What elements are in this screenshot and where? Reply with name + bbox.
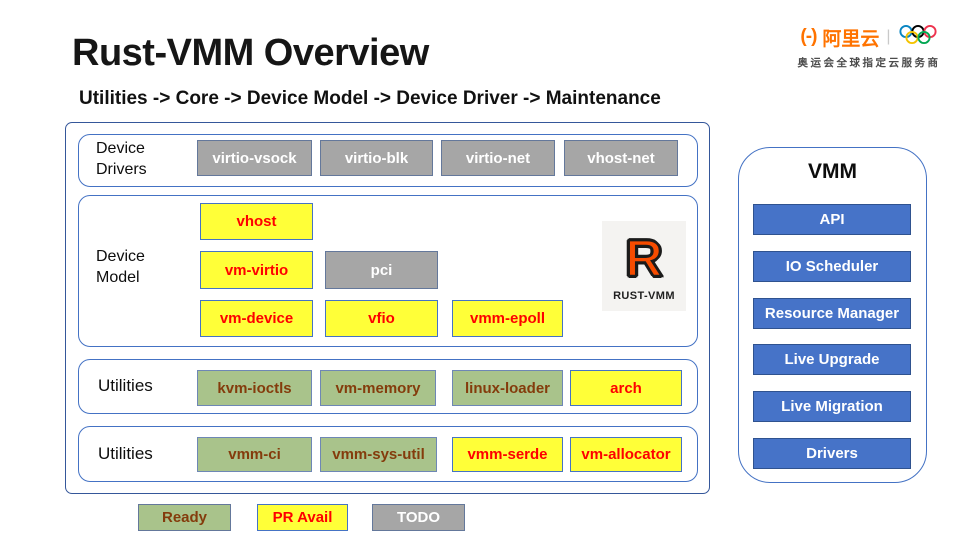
box-vm-memory: vm-memory (320, 370, 436, 406)
vmm-item-api: API (753, 204, 911, 235)
vmm-item-live-migration: Live Migration (753, 391, 911, 422)
pipeline-subtitle: Utilities -> Core -> Device Model -> Dev… (79, 88, 661, 109)
logo-divider: | (886, 28, 891, 45)
device-model-label: Device Model (96, 248, 145, 286)
box-vm-virtio: vm-virtio (200, 251, 313, 289)
vmm-item-drivers: Drivers (753, 438, 911, 469)
box-vhost-net: vhost-net (564, 140, 678, 176)
vmm-item-live-upgrade: Live Upgrade (753, 344, 911, 375)
page-title: Rust-VMM Overview (72, 32, 429, 74)
box-vmm-sys-util: vmm-sys-util (320, 437, 437, 472)
rust-vmm-logo: R RUST-VMM (602, 221, 686, 311)
olympic-rings-icon (898, 23, 938, 52)
box-virtio-blk: virtio-blk (320, 140, 433, 176)
box-virtio-vsock: virtio-vsock (197, 140, 312, 176)
vmm-item-io-scheduler: IO Scheduler (753, 251, 911, 282)
box-vmm-epoll: vmm-epoll (452, 300, 563, 337)
device-drivers-label: Device Drivers (96, 140, 147, 178)
vmm-panel-title: VMM (808, 160, 857, 183)
box-vhost: vhost (200, 203, 313, 240)
legend-todo: TODO (372, 504, 465, 531)
box-vm-allocator: vm-allocator (570, 437, 682, 472)
alibaba-cloud-wordmark: 阿里云 (822, 28, 880, 50)
box-vm-device: vm-device (200, 300, 313, 337)
box-vmm-ci: vmm-ci (197, 437, 312, 472)
legend-ready: Ready (138, 504, 231, 531)
alibaba-bracket-icon: (-) (800, 26, 817, 47)
legend-pr-avail: PR Avail (257, 504, 348, 531)
brand-tagline: 奥运会全球指定云服务商 (797, 57, 941, 69)
box-vfio: vfio (325, 300, 438, 337)
box-virtio-net: virtio-net (441, 140, 555, 176)
vmm-item-resource-manager: Resource Manager (753, 298, 911, 329)
rust-vmm-caption: RUST-VMM (613, 289, 675, 302)
alibaba-cloud-logo-row: (-) 阿里云 | (794, 24, 944, 50)
utilities-bottom-label: Utilities (98, 444, 153, 463)
alibaba-cloud-brand: (-) 阿里云 | 奥运会全球指定云服务商 (794, 24, 944, 70)
vmm-panel: VMM API IO Scheduler Resource Manager Li… (738, 147, 927, 483)
box-arch: arch (570, 370, 682, 406)
box-pci: pci (325, 251, 438, 289)
rust-vmm-r-icon: R (624, 229, 664, 288)
utilities-top-label: Utilities (98, 376, 153, 395)
box-linux-loader: linux-loader (452, 370, 563, 406)
box-vmm-serde: vmm-serde (452, 437, 563, 472)
box-kvm-ioctls: kvm-ioctls (197, 370, 312, 406)
